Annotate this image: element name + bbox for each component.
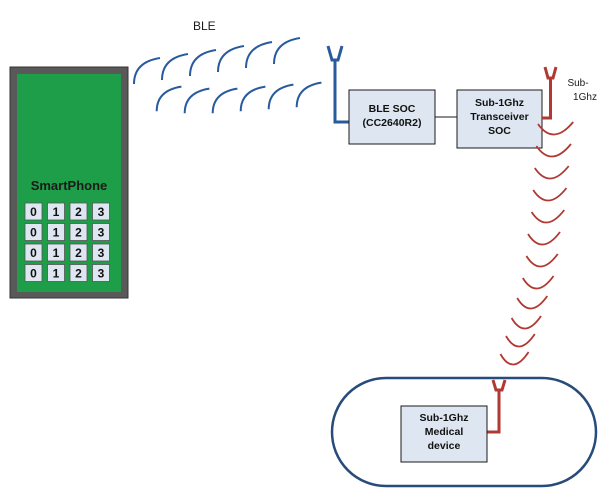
sub1ghz-wave-arc [510, 315, 542, 330]
keypad-key-bg [69, 202, 88, 221]
transceiver-box: Sub-1Ghz Transceiver SOC [456, 89, 543, 149]
ble-wave-arc [183, 87, 210, 114]
keypad-key-bg [24, 243, 43, 262]
sub1ghz-wave-arc [516, 295, 549, 310]
keypad-key-bg [92, 202, 110, 221]
sub1ghz-wave-arc [525, 253, 559, 268]
ble-wave-arc [211, 87, 238, 114]
transceiver-line3: SOC [488, 125, 511, 137]
smartphone: SmartPhone 0 1 2 3 0 1 2 3 0 1 2 3 0 1 2 3 [9, 66, 129, 299]
sub1ghz-label-line1: Sub- [567, 78, 588, 89]
keypad-key-label: 2 [75, 267, 82, 281]
keypad-key-label: 0 [30, 246, 37, 260]
keypad-key-label: 1 [53, 205, 60, 219]
medical-line1: Sub-1Ghz [420, 412, 469, 424]
ble-wave-arc [161, 53, 189, 81]
sub1ghz-wave-arc [505, 333, 536, 348]
sub1ghz-wave-arc [527, 231, 561, 246]
ble-waves [133, 37, 322, 114]
ble-label: BLE [193, 19, 216, 33]
ble-wave-arc [239, 85, 266, 112]
sub1ghz-waves [499, 121, 574, 366]
phone-title: SmartPhone [31, 178, 108, 193]
ble-wave-arc [155, 85, 182, 112]
keypad-key-bg [92, 243, 110, 262]
keypad-key-label: 1 [53, 267, 60, 281]
keypad-key-label: 2 [75, 205, 82, 219]
keypad-key-bg [24, 223, 43, 241]
sub1ghz-wave-arc [537, 121, 574, 136]
keypad-key-bg [24, 202, 43, 221]
keypad-key-bg [47, 243, 65, 262]
keypad-key-bg [92, 264, 110, 282]
ble-soc-box: BLE SOC (CC2640R2) [348, 89, 436, 145]
ble-wave-arc [217, 45, 245, 73]
sub1ghz-wave-arc [499, 351, 530, 366]
transceiver-line2: Transceiver [470, 111, 528, 123]
keypad-key-label: 1 [53, 246, 60, 260]
ble-wave-arc [189, 49, 217, 77]
transceiver-line1: Sub-1Ghz [475, 97, 524, 109]
ble-wave-arc [133, 57, 161, 85]
keypad-key-bg [69, 243, 88, 262]
medical-line2: Medical [425, 426, 464, 438]
transceiver-antenna [542, 66, 558, 120]
ble-soc-line2: (CC2640R2) [363, 117, 422, 129]
phone-keypad: 0 1 2 3 0 1 2 3 0 1 2 3 0 1 2 3 [24, 202, 110, 282]
keypad-key-bg [47, 264, 65, 282]
keypad-key-bg [24, 264, 43, 282]
sub1ghz-wave-arc [532, 187, 568, 202]
ble-wave-arc [295, 81, 322, 108]
keypad-key-bg [47, 202, 65, 221]
ble-wave-arc [245, 41, 273, 69]
keypad-key-label: 0 [30, 226, 37, 240]
ble-antenna [326, 45, 350, 124]
keypad-key-label: 3 [98, 205, 105, 219]
sub1ghz-label-line2: 1Ghz [573, 92, 597, 103]
medical-line3: device [428, 440, 461, 452]
medical-device-box: Sub-1Ghz Medical device [400, 405, 488, 463]
keypad-key-label: 0 [30, 205, 37, 219]
ble-wave-arc [273, 37, 301, 65]
keypad-key-label: 3 [98, 267, 105, 281]
keypad-key-bg [69, 264, 88, 282]
sub1ghz-wave-arc [522, 275, 555, 290]
sub1ghz-wave-arc [534, 165, 570, 180]
keypad-key-label: 1 [53, 226, 60, 240]
sub1ghz-wave-arc [535, 143, 572, 158]
sub1ghz-wave-arc [530, 209, 565, 224]
keypad-key-label: 2 [75, 226, 82, 240]
medical-antenna [487, 379, 507, 434]
keypad-key-label: 3 [98, 246, 105, 260]
keypad-key-bg [92, 223, 110, 241]
keypad-key-label: 3 [98, 226, 105, 240]
keypad-key-bg [47, 223, 65, 241]
ble-wave-arc [267, 83, 294, 110]
keypad-key-label: 0 [30, 267, 37, 281]
ble-soc-line1: BLE SOC [369, 103, 416, 115]
keypad-key-label: 2 [75, 246, 82, 260]
keypad-key-bg [69, 223, 88, 241]
